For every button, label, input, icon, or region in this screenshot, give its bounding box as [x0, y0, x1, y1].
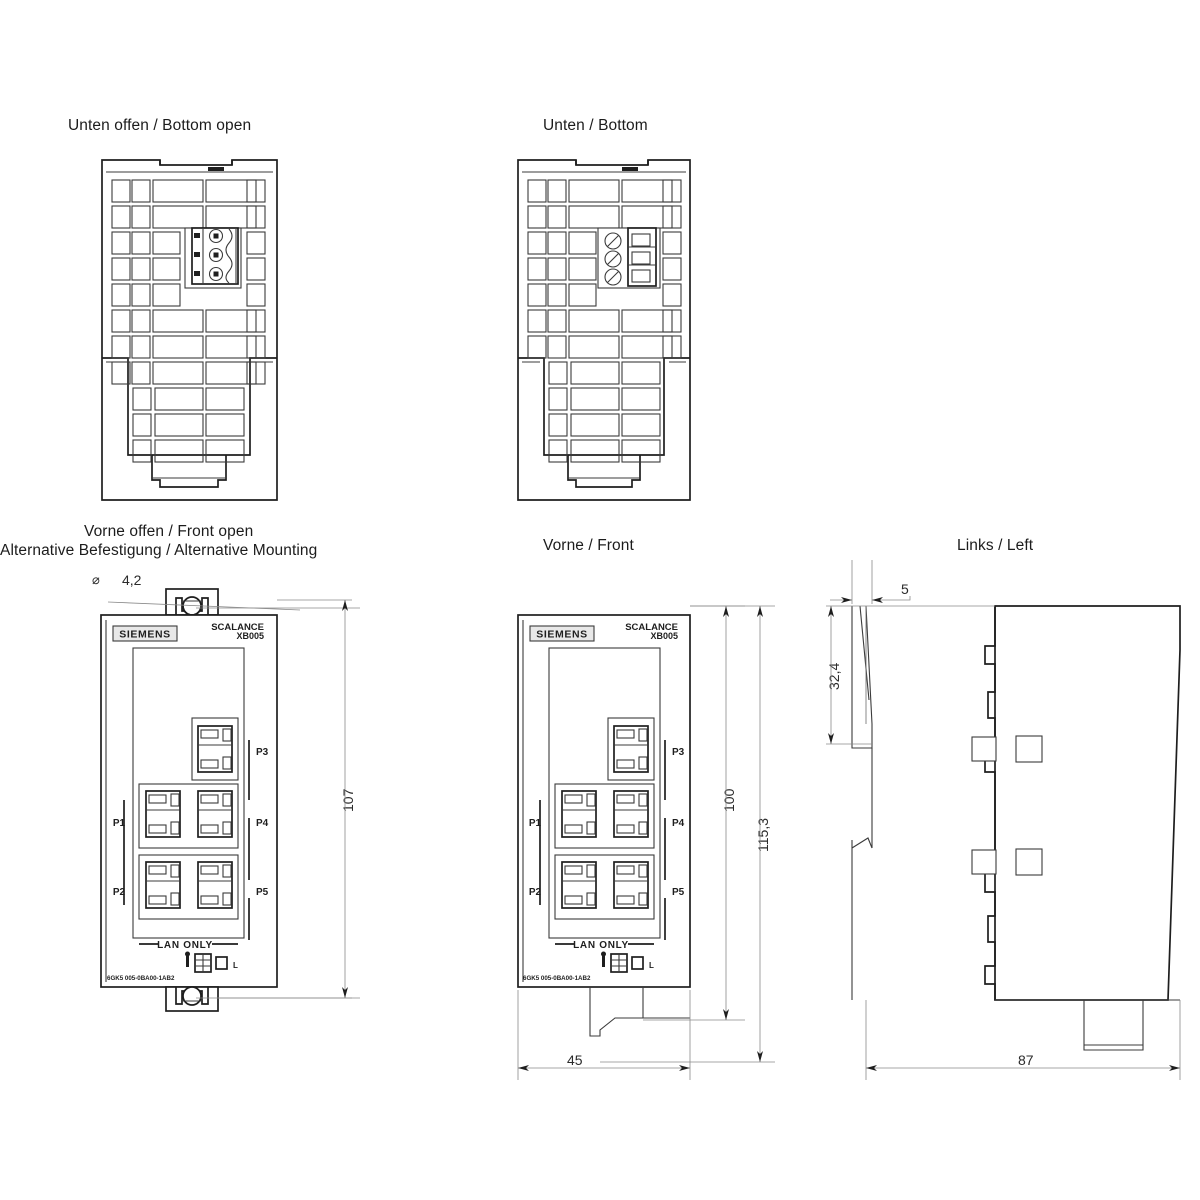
port-label-p1-front: P1	[529, 818, 542, 829]
dim-hole-diameter: 4,2	[122, 572, 142, 588]
port-p3-open	[191, 717, 239, 781]
view-left	[826, 560, 1181, 1080]
dimension-5	[830, 560, 911, 604]
indicator-cluster-open: L	[185, 951, 238, 973]
dim-left-depth: 87	[1018, 1052, 1034, 1068]
dim-left-clip-depth: 5	[901, 581, 909, 597]
port-row-bottom-front	[554, 854, 655, 920]
terminal-screws	[604, 232, 622, 286]
vent-slot-grid-bottom	[527, 179, 682, 463]
dim-hole-diameter-symbol: ⌀	[92, 572, 100, 587]
port-p3-front	[607, 717, 655, 781]
terminal-block-plug	[597, 227, 661, 289]
port-p5-front	[613, 861, 649, 909]
port-leaders-open	[123, 740, 250, 940]
view-bottom-open	[101, 159, 278, 501]
view-front: SIEMENS SCALANCE XB005	[517, 605, 775, 1080]
product-line-label: SCALANCE	[211, 622, 264, 633]
view-title-bottom: Unten / Bottom	[543, 117, 648, 134]
port-p4-open	[197, 790, 233, 838]
terminal-label: L	[233, 961, 238, 970]
lan-only-label-front: LAN ONLY	[573, 940, 629, 951]
port-row-bottom-open	[138, 854, 239, 920]
dim-front-width: 45	[567, 1052, 583, 1068]
dimension-324	[826, 605, 995, 745]
dimension-1153	[600, 605, 775, 1063]
view-title-front: Vorne / Front	[543, 537, 634, 554]
view-title-bottom-open: Unten offen / Bottom open	[68, 117, 252, 134]
port-label-p5: P5	[256, 887, 269, 898]
dimension-87	[865, 1000, 1181, 1080]
port-p4-front	[613, 790, 649, 838]
indicator-cluster-front: L	[601, 951, 654, 973]
brand-label-front: SIEMENS	[536, 629, 587, 641]
part-number-label-front: 6GK5 005-0BA00-1AB2	[523, 975, 591, 982]
port-row-middle-open	[138, 783, 239, 849]
product-line-label-front: SCALANCE	[625, 622, 678, 633]
view-title-front-open-line2: Alternative Befestigung / Alternative Mo…	[0, 542, 318, 559]
port-label-p4-front: P4	[672, 818, 685, 829]
port-label-p1: P1	[113, 818, 126, 829]
port-p5-open	[197, 861, 233, 909]
view-title-left: Links / Left	[957, 537, 1034, 554]
dimension-107	[218, 599, 352, 999]
port-label-p4: P4	[256, 818, 269, 829]
port-p2-open	[145, 861, 181, 909]
port-p2-front	[561, 861, 597, 909]
model-label-front: XB005	[650, 631, 678, 641]
lan-only-label: LAN ONLY	[157, 940, 213, 951]
port-label-p2-front: P2	[529, 887, 542, 898]
view-title-front-open-line1: Vorne offen / Front open	[84, 523, 254, 540]
port-label-p5-front: P5	[672, 887, 685, 898]
port-leaders-front	[539, 740, 666, 940]
view-bottom	[517, 159, 691, 501]
port-label-p3: P3	[256, 747, 269, 758]
view-front-open: SIEMENS SCALANCE XB005	[100, 588, 360, 1012]
dimension-45	[517, 990, 691, 1080]
port-p1-front	[561, 790, 597, 838]
terminal-block-open	[184, 227, 242, 289]
port-row-middle-front	[554, 783, 655, 849]
alt-mounting-bracket-bottom	[165, 986, 219, 1012]
part-number-label-open: 6GK5 005-0BA00-1AB2	[107, 975, 175, 982]
port-label-p2: P2	[113, 887, 126, 898]
port-label-p3-front: P3	[672, 747, 685, 758]
model-label: XB005	[236, 631, 264, 641]
terminal-label-front: L	[649, 961, 654, 970]
vent-slot-grid-bottom-open	[111, 179, 266, 463]
brand-label: SIEMENS	[119, 629, 170, 641]
alt-mounting-bracket-top	[165, 588, 219, 616]
port-p1-open	[145, 790, 181, 838]
